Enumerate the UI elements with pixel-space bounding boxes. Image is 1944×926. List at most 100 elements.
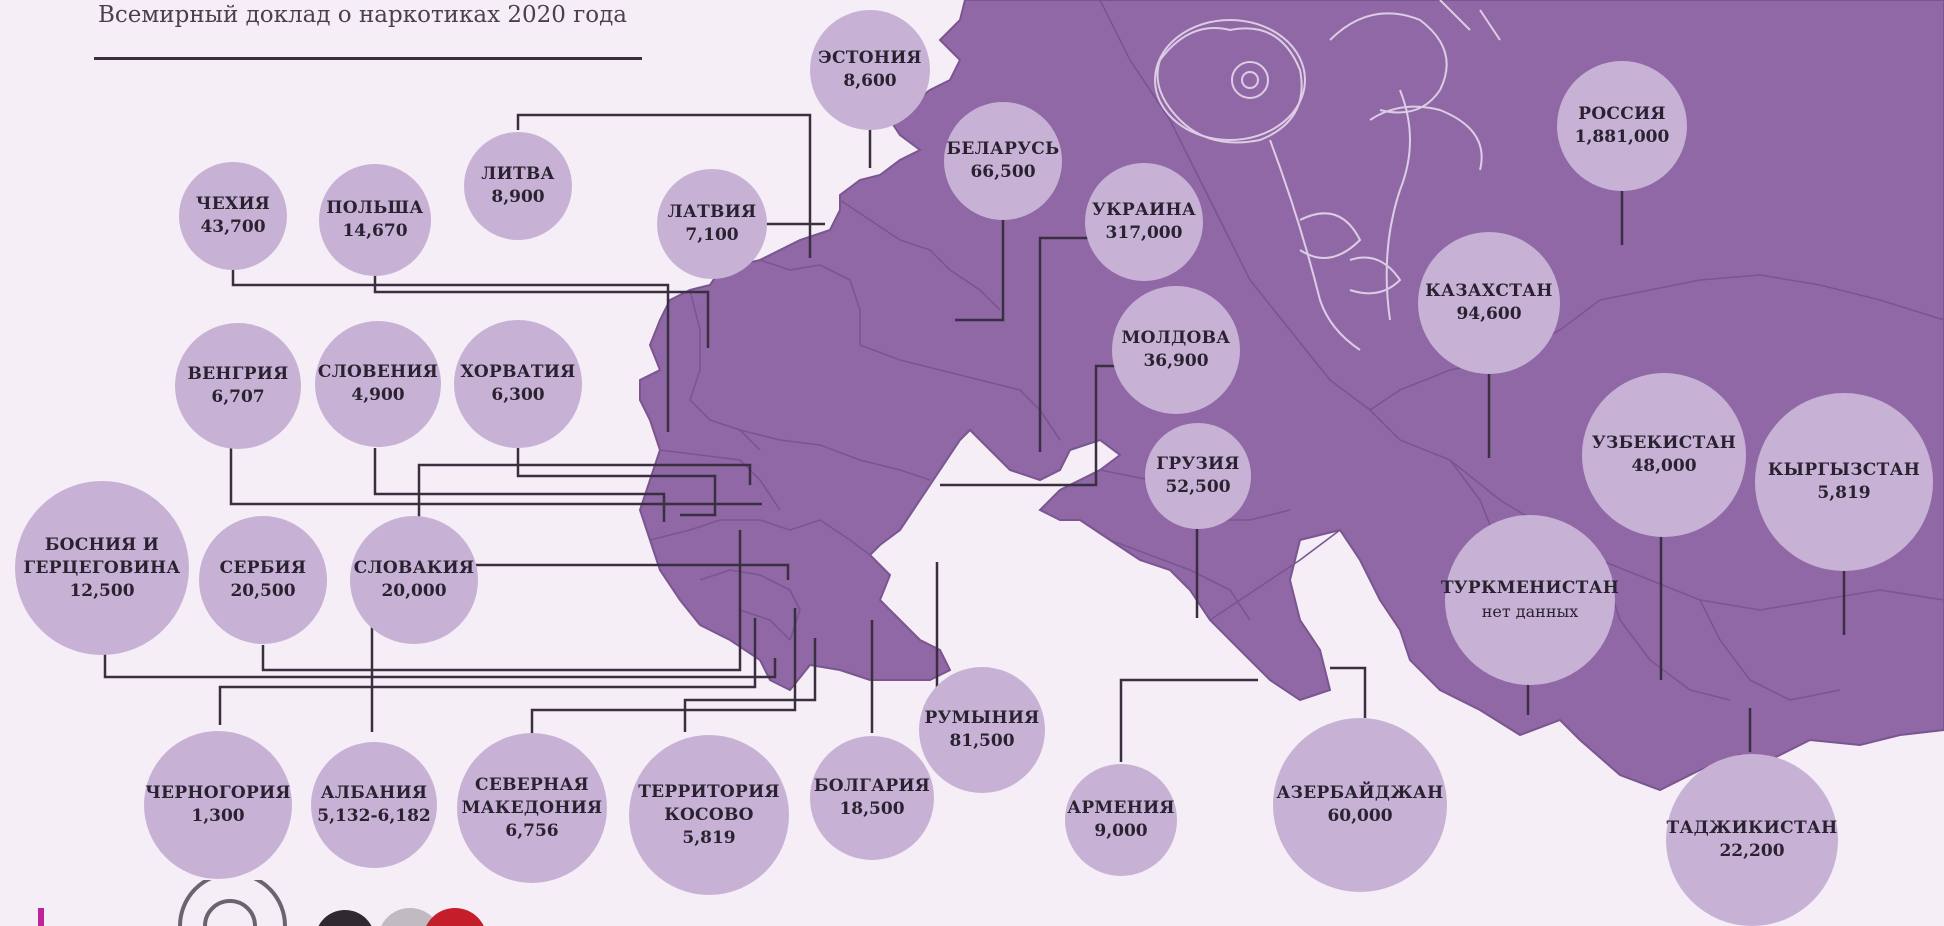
- country-value: 12,500: [69, 580, 135, 601]
- country-name: СЛОВАКИЯ: [353, 558, 475, 578]
- leader-albania: [370, 563, 790, 732]
- country-bubble-czechia: ЧЕХИЯ 43,700: [179, 162, 287, 270]
- country-bubble-slovakia: СЛОВАКИЯ 20,000: [350, 516, 478, 644]
- country-name: УЗБЕКИСТАН: [1591, 433, 1737, 453]
- country-value: 66,500: [970, 162, 1036, 182]
- country-value: 4,900: [351, 385, 405, 405]
- country-bubble-kazakhstan: КАЗАХСТАН 94,600: [1418, 232, 1560, 374]
- country-value: 20,000: [381, 581, 447, 601]
- leader-slovenia: [373, 448, 666, 522]
- country-bubble-ukraine: УКРАИНА 317,000: [1085, 163, 1203, 281]
- title-underline: [94, 57, 642, 60]
- country-name: СЕВЕРНАЯ МАКЕДОНИЯ: [461, 774, 603, 818]
- country-value: 1,300: [191, 806, 245, 826]
- country-name: ТЕРРИТОРИЯ КОСОВО: [638, 781, 780, 825]
- country-value: 81,500: [949, 731, 1015, 751]
- leader-montenegro: [218, 618, 757, 725]
- country-value: 5,819: [682, 827, 736, 848]
- country-value: 317,000: [1105, 223, 1183, 243]
- country-value: 6,707: [211, 387, 265, 407]
- country-value: 22,200: [1719, 841, 1785, 861]
- country-name: БОЛГАРИЯ: [813, 776, 931, 796]
- country-name: ПОЛЬША: [326, 198, 424, 218]
- country-name: МОЛДОВА: [1121, 328, 1231, 348]
- country-bubble-georgia: ГРУЗИЯ 52,500: [1145, 423, 1251, 529]
- country-name: СЕРБИЯ: [219, 558, 307, 578]
- country-value: 94,600: [1456, 304, 1522, 324]
- country-name: ЭСТОНИЯ: [818, 48, 922, 68]
- country-name: АЗЕРБАЙДЖАН: [1276, 783, 1444, 803]
- leader-serbia: [261, 530, 742, 672]
- country-name: ЛИТВА: [481, 164, 555, 184]
- leader-ukraine: [1038, 236, 1088, 452]
- country-value: 5,132-6,182: [317, 806, 431, 826]
- country-bubble-romania: РУМЫНИЯ 81,500: [919, 667, 1045, 793]
- country-name: АЛБАНИЯ: [320, 783, 428, 803]
- country-value: 43,700: [200, 217, 266, 237]
- country-value: 60,000: [1327, 806, 1393, 826]
- leader-czechia: [231, 260, 670, 432]
- leader-kosovo: [683, 638, 817, 732]
- country-name: СЛОВЕНИЯ: [317, 362, 439, 382]
- leader-belarus: [955, 215, 1005, 322]
- country-name: КАЗАХСТАН: [1425, 281, 1553, 301]
- leader-hungary: [229, 445, 762, 506]
- country-bubble-latvia: ЛАТВИЯ 7,100: [657, 169, 767, 279]
- country-name: ЛАТВИЯ: [667, 202, 757, 222]
- country-borders: [649, 0, 1944, 701]
- country-value: нет данных: [1481, 602, 1579, 621]
- country-name: БОСНИЯ И ГЕРЦЕГОВИНА: [23, 534, 181, 578]
- country-value: 14,670: [342, 221, 408, 241]
- country-value: 20,500: [230, 581, 296, 601]
- country-name: БЕЛАРУСЬ: [946, 139, 1060, 159]
- country-name: ХОРВАТИЯ: [460, 362, 576, 382]
- country-name: ЧЕХИЯ: [195, 194, 271, 214]
- country-name: УКРАИНА: [1092, 200, 1196, 220]
- country-name: ЧЕРНОГОРИЯ: [145, 783, 291, 803]
- country-bubble-serbia: СЕРБИЯ 20,500: [199, 516, 327, 644]
- leader-slovakia: [417, 463, 752, 520]
- country-bubble-azerbaijan: АЗЕРБАЙДЖАН 60,000: [1273, 718, 1447, 892]
- country-value: 6,300: [491, 385, 545, 405]
- country-value: 1,881,000: [1574, 127, 1670, 147]
- country-name: ТАДЖИКИСТАН: [1666, 818, 1838, 838]
- leader-lithuania: [516, 113, 812, 258]
- country-value: 52,500: [1165, 477, 1231, 497]
- country-value: 8,900: [491, 187, 545, 207]
- leader-azerbaijan: [1330, 666, 1367, 718]
- country-bubble-russia: РОССИЯ 1,881,000: [1557, 61, 1687, 191]
- country-name: РОССИЯ: [1578, 104, 1666, 124]
- country-bubble-croatia: ХОРВАТИЯ 6,300: [454, 320, 582, 448]
- country-value: 8,600: [843, 71, 897, 91]
- country-value: 7,100: [685, 225, 739, 245]
- leader-lines: [103, 113, 1846, 762]
- country-bubble-lithuania: ЛИТВА 8,900: [464, 132, 572, 240]
- country-value: 18,500: [839, 799, 905, 819]
- country-bubble-bulgaria: БОЛГАРИЯ 18,500: [810, 736, 934, 860]
- country-bubble-slovenia: СЛОВЕНИЯ 4,900: [315, 321, 441, 447]
- country-bubble-poland: ПОЛЬША 14,670: [319, 164, 431, 276]
- brand-logo: [38, 880, 484, 926]
- leader-bosnia: [103, 654, 777, 679]
- country-bubble-montenegro: ЧЕРНОГОРИЯ 1,300: [144, 731, 292, 879]
- country-name: ГРУЗИЯ: [1156, 454, 1240, 474]
- leader-croatia: [516, 448, 717, 517]
- leader-armenia: [1119, 678, 1258, 762]
- country-bubble-estonia: ЭСТОНИЯ 8,600: [810, 10, 930, 130]
- leader-poland: [373, 265, 710, 348]
- country-bubble-albania: АЛБАНИЯ 5,132-6,182: [311, 742, 437, 868]
- country-value: 6,756: [505, 820, 559, 841]
- leader-north-macedonia: [530, 608, 797, 733]
- poppy-flower-illustration: [1154, 0, 1501, 351]
- country-value: 9,000: [1094, 821, 1148, 841]
- country-name: РУМЫНИЯ: [924, 708, 1040, 728]
